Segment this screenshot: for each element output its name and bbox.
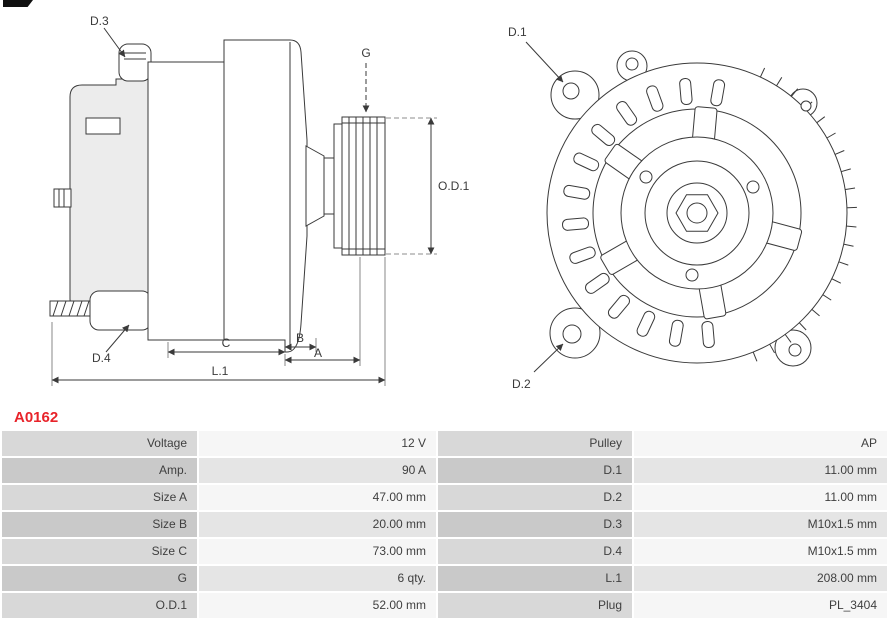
spec-value: M10x1.5 mm (634, 512, 887, 537)
alternator-side-view: D.3 D.4 G O.D.1 C B (49, 14, 470, 386)
spec-label: Voltage (2, 431, 197, 456)
spec-label: D.4 (438, 539, 632, 564)
spec-label: Size C (2, 539, 197, 564)
front-bracket (223, 39, 308, 353)
spec-value: M10x1.5 mm (634, 539, 887, 564)
dimension-l1: L.1 (51, 364, 386, 384)
technical-drawing: D.3 D.4 G O.D.1 C B (49, 14, 857, 391)
dim-label-l1: L.1 (212, 364, 229, 378)
spec-label: Plug (438, 593, 632, 618)
leader-d1 (525, 41, 564, 83)
table-row: Size A 47.00 mm D.2 11.00 mm (2, 485, 887, 510)
spec-value: 20.00 mm (199, 512, 436, 537)
spec-label: Size B (2, 512, 197, 537)
dimension-c: C (167, 336, 286, 356)
mounting-lug-bottom (49, 290, 152, 331)
vent-slots (561, 77, 726, 349)
spec-value: 90 A (199, 458, 436, 483)
spec-value: 52.00 mm (199, 593, 436, 618)
part-number: A0162 (14, 409, 59, 426)
spec-value: 208.00 mm (634, 566, 887, 591)
mounting-lug-top (118, 43, 152, 82)
rear-housing (53, 78, 151, 314)
dim-label-b: B (296, 331, 304, 345)
spec-value: 73.00 mm (199, 539, 436, 564)
table-row: O.D.1 52.00 mm Plug PL_3404 (2, 593, 887, 618)
dim-label-c: C (222, 336, 231, 350)
dim-label-d4: D.4 (92, 351, 111, 365)
logo-fragment (3, 0, 33, 7)
dim-label-d1: D.1 (508, 25, 527, 39)
spec-label: D.1 (438, 458, 632, 483)
spec-label: Size A (2, 485, 197, 510)
table-row: G 6 qty. L.1 208.00 mm (2, 566, 887, 591)
shaft (305, 145, 335, 227)
spec-label: O.D.1 (2, 593, 197, 618)
spec-label: G (2, 566, 197, 591)
dim-label-a: A (314, 346, 322, 360)
spec-table: Voltage 12 V Pulley AP Amp. 90 A D.1 11.… (0, 429, 889, 620)
spec-value: 11.00 mm (634, 458, 887, 483)
leader-d2 (533, 343, 564, 373)
table-row: Voltage 12 V Pulley AP (2, 431, 887, 456)
dimension-od1: O.D.1 (386, 117, 470, 255)
pulley-hub (620, 136, 774, 290)
dim-label-g: G (361, 46, 370, 60)
dimension-a: A (284, 346, 361, 364)
table-row: Size C 73.00 mm D.4 M10x1.5 mm (2, 539, 887, 564)
leader-d3 (103, 27, 126, 58)
spec-label: L.1 (438, 566, 632, 591)
pulley (333, 116, 386, 256)
spec-value: 12 V (199, 431, 436, 456)
alternator-front-view: D.1 D.2 (508, 25, 857, 391)
spec-label: Amp. (2, 458, 197, 483)
spec-value: 47.00 mm (199, 485, 436, 510)
stator-body (147, 61, 225, 341)
leader-d4 (105, 324, 130, 353)
spec-label: Pulley (438, 431, 632, 456)
spec-label: D.2 (438, 485, 632, 510)
spec-value: PL_3404 (634, 593, 887, 618)
dim-label-d2: D.2 (512, 377, 531, 391)
mounting-holes (562, 57, 812, 357)
spec-label: D.3 (438, 512, 632, 537)
spec-value: 6 qty. (199, 566, 436, 591)
table-row: Size B 20.00 mm D.3 M10x1.5 mm (2, 512, 887, 537)
dim-label-d3: D.3 (90, 14, 109, 28)
spec-value: AP (634, 431, 887, 456)
table-row: Amp. 90 A D.1 11.00 mm (2, 458, 887, 483)
dim-label-od1: O.D.1 (438, 179, 470, 193)
spec-value: 11.00 mm (634, 485, 887, 510)
dimension-b: B (284, 331, 317, 351)
